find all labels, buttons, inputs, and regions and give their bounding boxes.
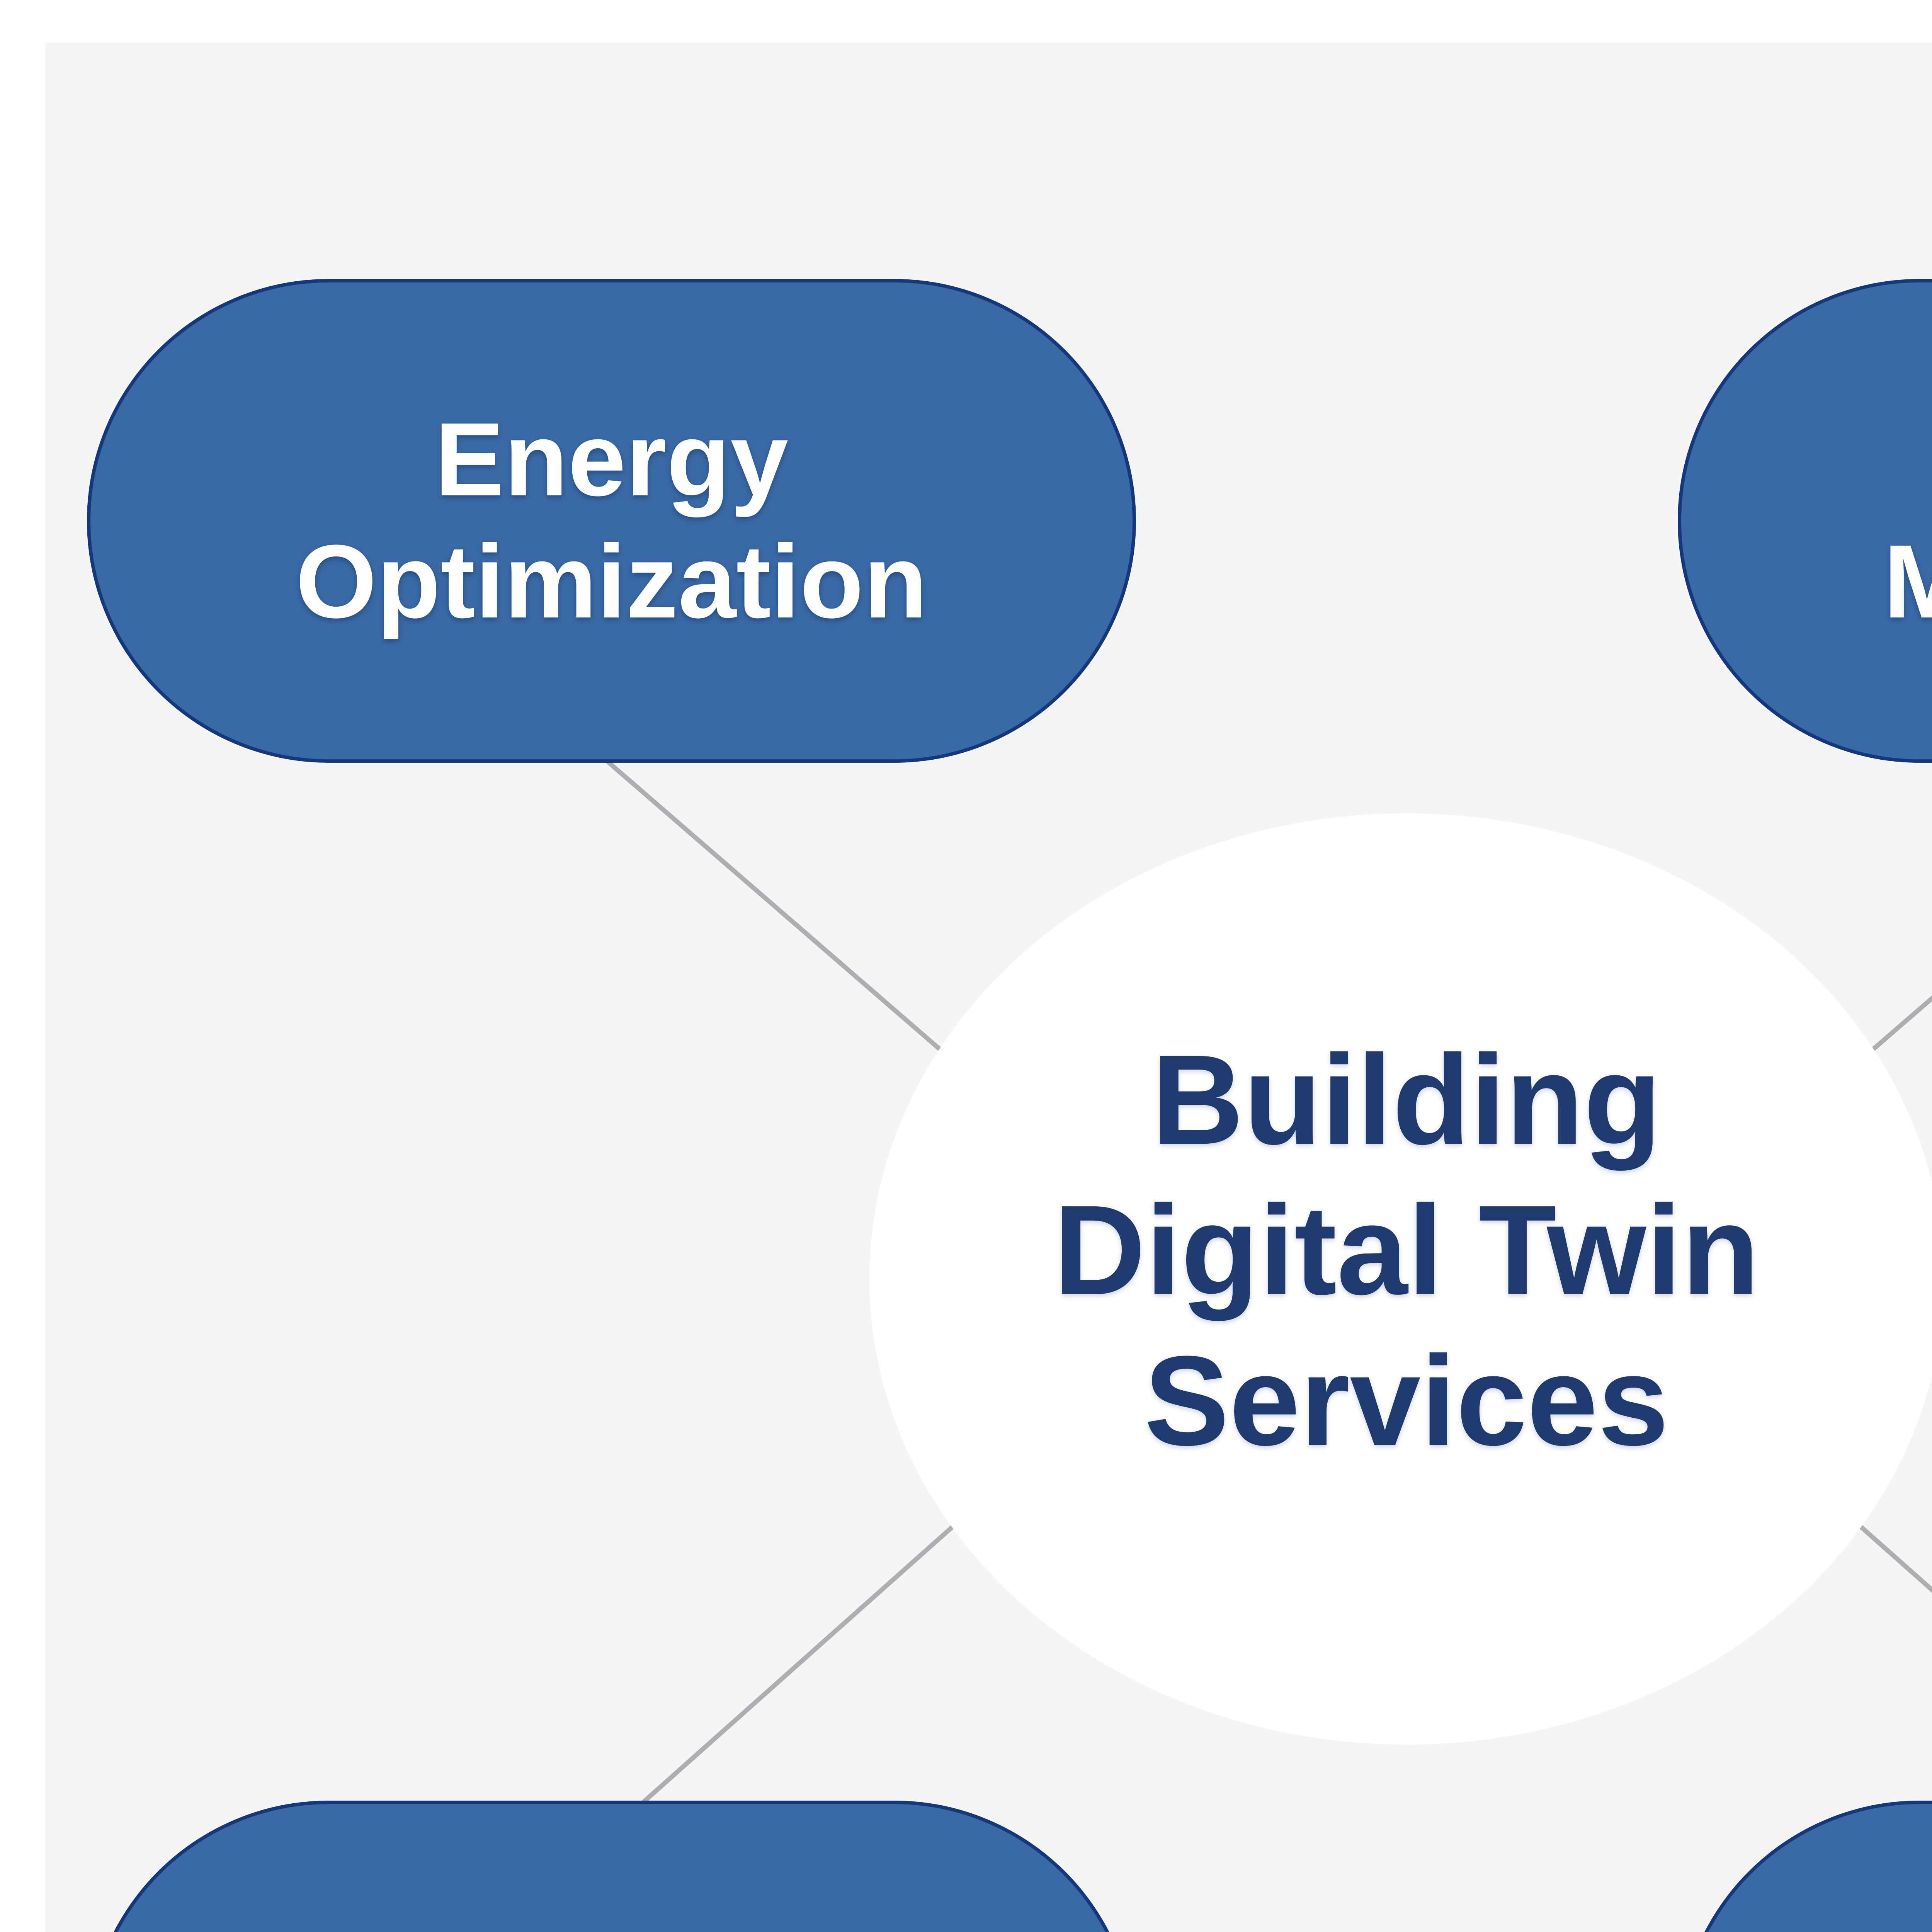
node-label-simulation-analysis: Simulation and Analysis [1883, 1920, 1932, 1932]
node-label-energy-optimization: Energy Optimization [296, 399, 927, 643]
node-label-line: Optimization [296, 524, 927, 640]
node-label-line: Management [1883, 524, 1932, 640]
center-node: Building Digital Twin Services [869, 813, 1932, 1745]
node-label-carbon-management: Carbon Management [1883, 399, 1932, 643]
diagram-title: Building Digital Twin Services [1053, 1024, 1759, 1476]
node-label-line: Simulation [1883, 1920, 1932, 1932]
node-energy-optimization: Energy Optimization [87, 279, 1136, 763]
diagram-title-line: Digital Twin [1053, 1179, 1760, 1321]
diagram-title-line: Services [1144, 1329, 1669, 1472]
node-label-line: Carbon [1883, 399, 1932, 521]
node-label-line: Predictive [296, 1920, 927, 1932]
diagram-title-line: Building [1151, 1028, 1662, 1171]
node-predictive-maintenance: Predictive Maintenance [87, 1801, 1136, 1932]
node-label-predictive-maintenance: Predictive Maintenance [296, 1920, 927, 1932]
node-label-line: Energy [434, 401, 789, 518]
